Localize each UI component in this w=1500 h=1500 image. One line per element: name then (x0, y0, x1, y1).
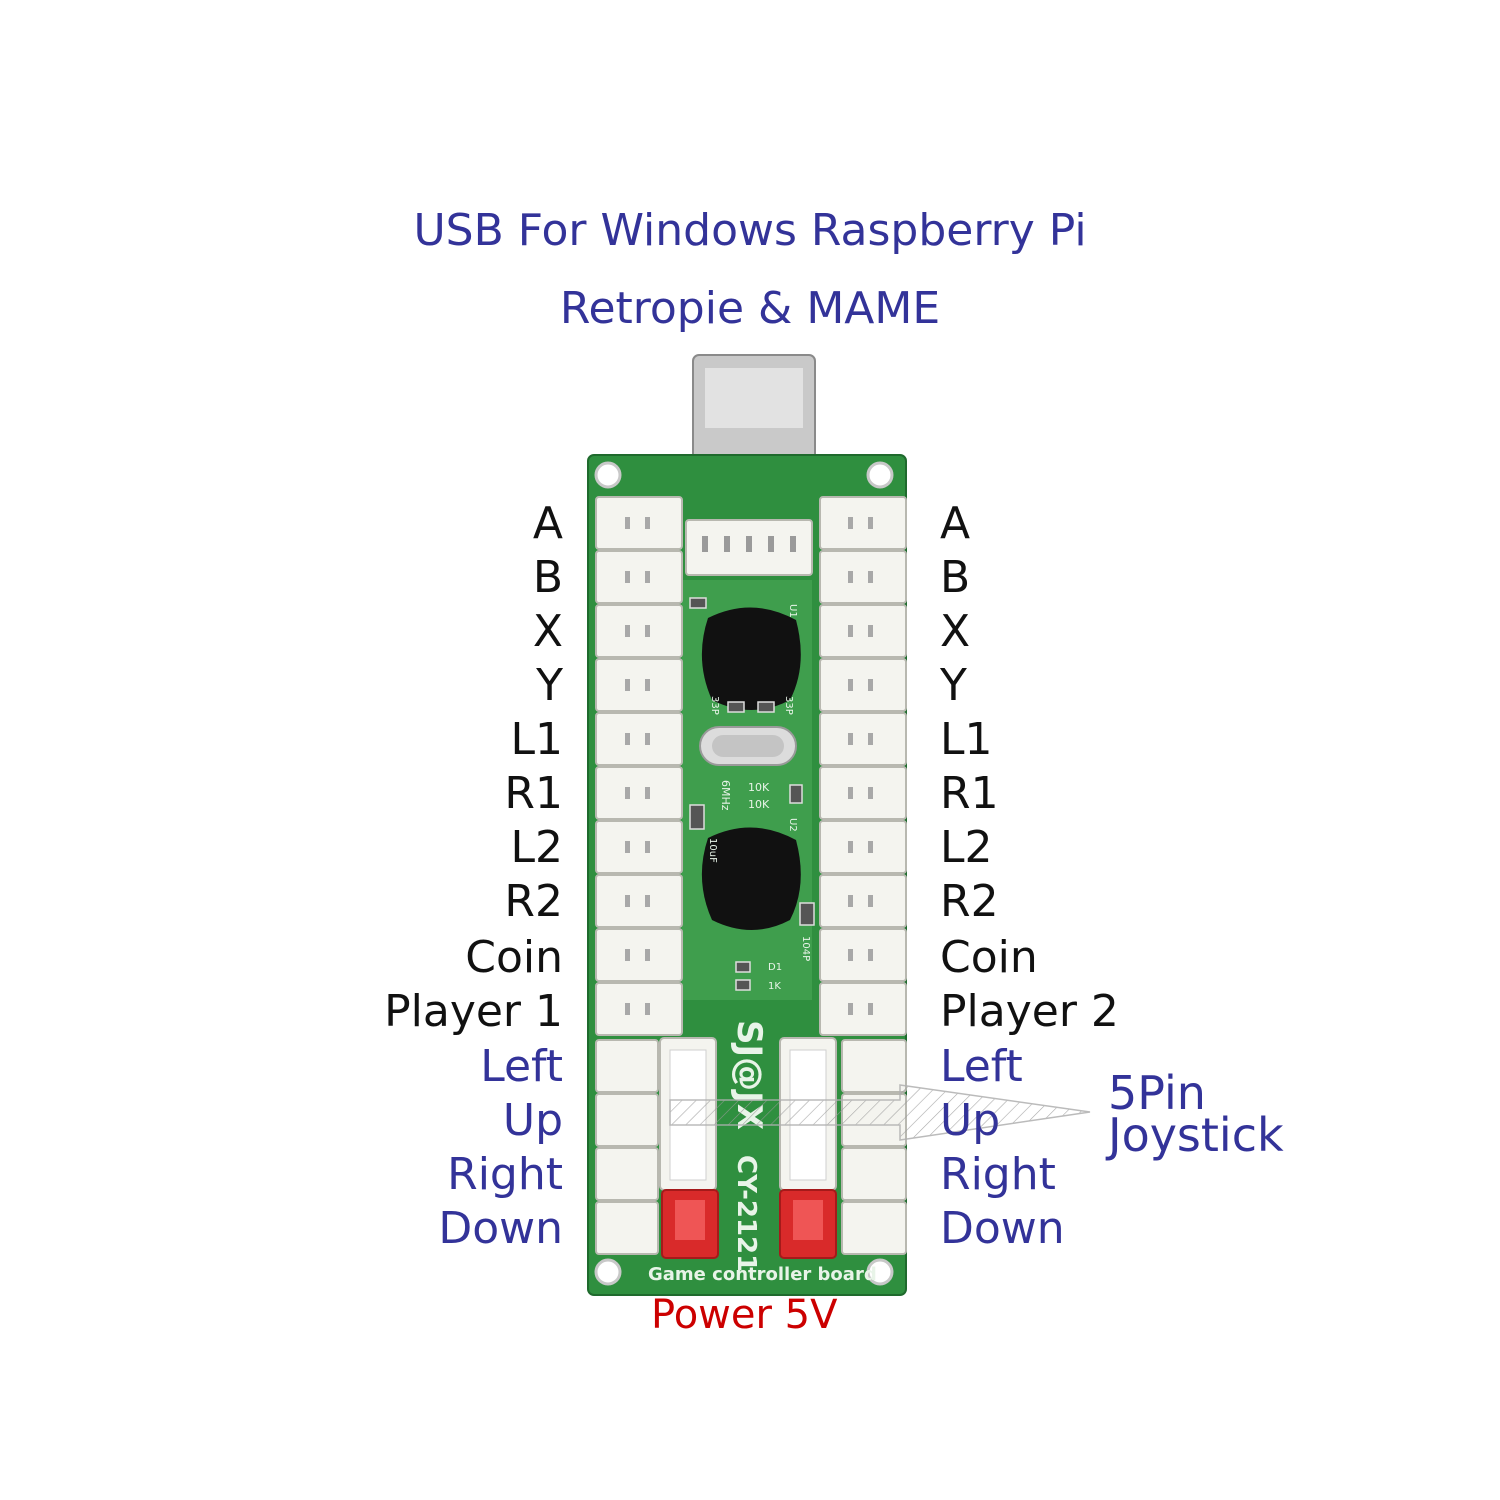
left-label-r1: R1 (504, 768, 563, 819)
right-label-left: Left (940, 1041, 1023, 1092)
right-label-x: X (940, 606, 971, 657)
joystick-pointer-arrow (669, 1084, 1091, 1141)
board-chip-1: U1 (787, 604, 798, 618)
left-label-coin: Coin (465, 932, 563, 983)
left-label-l1: L1 (510, 714, 563, 765)
right-label-l1: L1 (940, 714, 993, 765)
left-label-up: Up (502, 1095, 563, 1146)
board-cap-2: 33P (783, 696, 794, 715)
board-resistor-2: 10K (748, 798, 770, 811)
board-diode: D1 (768, 962, 782, 973)
board-cap-1: 33P (709, 696, 720, 715)
joystick-label-line-1: 5Pin (1108, 1066, 1206, 1120)
right-label-b: B (940, 552, 971, 603)
right-label-r2: R2 (940, 876, 999, 927)
right-button-connectors (819, 496, 907, 1036)
right-label-y: Y (940, 660, 967, 711)
right-label-right: Right (940, 1149, 1056, 1200)
board-cap-3: 104P (800, 936, 811, 961)
left-button-connectors (595, 496, 683, 1036)
left-label-player: Player 1 (384, 986, 563, 1037)
power-label: Power 5V (651, 1292, 838, 1338)
right-label-r1: R1 (940, 768, 999, 819)
right-label-up: Up (940, 1095, 1001, 1146)
board-cap-4: 10uF (707, 838, 718, 863)
title-line-2: Retropie & MAME (559, 283, 941, 334)
right-label-l2: L2 (940, 822, 993, 873)
right-label-down: Down (940, 1203, 1065, 1254)
right-label-a: A (940, 498, 971, 549)
right-label-player: Player 2 (940, 986, 1119, 1037)
left-label-y: Y (536, 660, 563, 711)
left-label-r2: R2 (504, 876, 563, 927)
title-line-1: USB For Windows Raspberry Pi (413, 205, 1087, 256)
left-label-x: X (532, 606, 563, 657)
joystick-label-line-2: Joystick (1108, 1108, 1284, 1162)
left-label-left: Left (480, 1041, 563, 1092)
left-label-a: A (532, 498, 563, 549)
left-label-down: Down (438, 1203, 563, 1254)
board-model: CY-2121 (731, 1155, 761, 1272)
right-label-coin: Coin (940, 932, 1038, 983)
board-diode-res: 1K (768, 981, 781, 992)
left-label-b: B (532, 552, 563, 603)
left-label-l2: L2 (510, 822, 563, 873)
board-crystal: 6MHz (719, 780, 732, 811)
board-resistor-1: 10K (748, 781, 770, 794)
board-caption: Game controller board (648, 1264, 877, 1285)
board-chip-2: U2 (787, 818, 798, 832)
left-label-right: Right (447, 1149, 563, 1200)
